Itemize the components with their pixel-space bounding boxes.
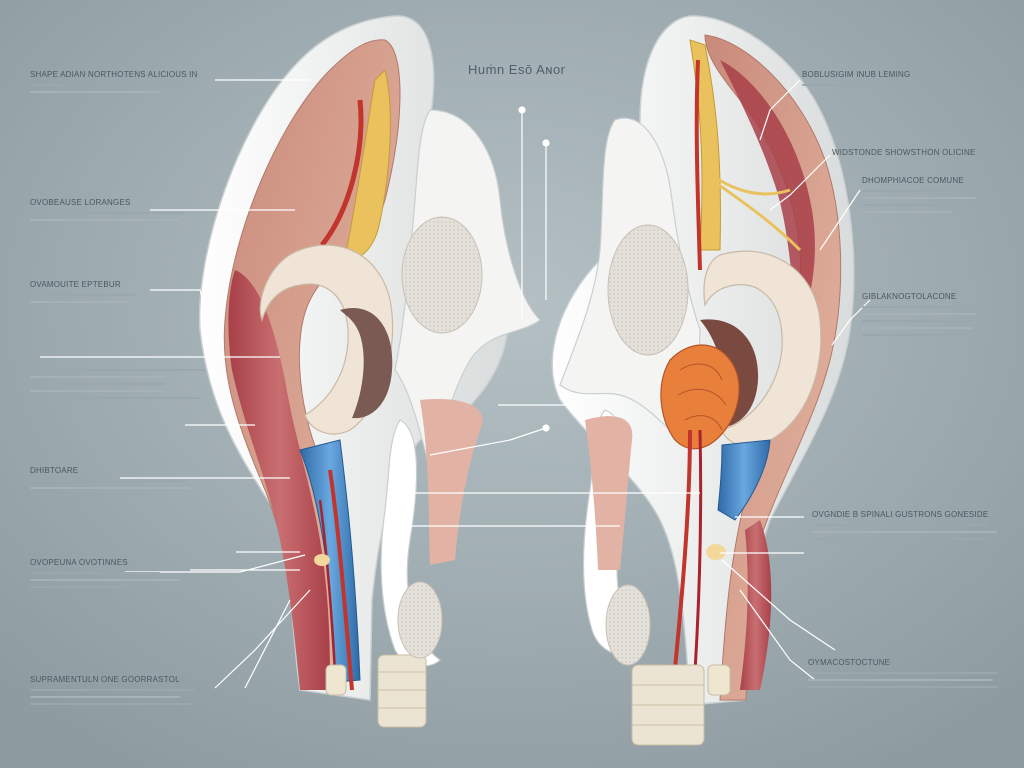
right-label-4: GIBLAKNOGTOLACONE [862,292,1022,336]
left-label-6: OVOPEUNA OVOTINNES [30,558,220,588]
left-ear-helix [259,244,394,435]
right-label-6-head: OYMACOSTOCTUNE [808,658,891,667]
left-label-6-head: OVOPEUNA OVOTINNES [30,558,128,567]
left-ear-gland [314,554,330,566]
right-ear-muscle-stripe [720,60,815,330]
right-ear-artery-upper [694,59,702,271]
left-label-1-head: SHAPE ADIAN NORTHOTENS ALICIOUS IN [30,70,198,79]
right-ear-helix [703,250,822,447]
right-ear-tympanic-structure [660,344,740,450]
right-ear-small-bone [707,664,731,696]
left-ear-concha [340,308,393,419]
right-label-4-head: GIBLAKNOGTOLACONE [862,292,957,301]
right-ear-nerve-branch [704,168,802,252]
left-ear-lobe [397,581,443,659]
left-ear-red-muscle [228,270,330,690]
left-ear-artery-upper [320,99,364,247]
diagram-title: Huṁn Esō Aɴor [468,62,566,77]
left-ear-pink-canal [420,399,483,565]
right-ear-vein [717,439,771,521]
left-label-3: OVAMOUITE EPTEBUR [30,280,220,303]
left-ear-small-bone [325,664,347,696]
right-label-1: BOBLUSIGIM INUB LEMING [802,70,1002,86]
right-label-2-head: WIDSTONDE SHOWSTHON OLICINE [832,148,976,157]
left-ear-bone-stump [377,654,427,728]
right-label-1-head: BOBLUSIGIM INUB LEMING [802,70,911,79]
right-ear-red-muscle [740,520,772,690]
leader-lines [40,79,871,689]
left-label-7: SUPRAMENTULN ONE GOORRASTOL [30,675,220,705]
right-ear-gland [706,544,726,560]
left-label-3-head: OVAMOUITE EPTEBUR [30,280,121,289]
left-ear-artery [328,469,354,691]
right-label-3: DHOMPHIACOE COMUNE [862,176,1022,213]
right-ear-cochlea-spongy [607,224,689,356]
left-label-1: SHAPE ADIAN NORTHOTENS ALICIOUS IN [30,70,220,93]
left-ear-cochlea-spongy [401,216,483,334]
right-label-5: OVGNDIE B SPINALI GUSTRONS GONESIDE [812,510,1012,540]
left-ear [198,15,541,728]
left-label-5: DHIBTOARE [30,466,220,489]
left-label-2-head: OVOBEAUSE LORANGES [30,198,131,207]
left-label-2: OVOBEAUSE LORANGES [30,198,220,221]
right-label-6: OYMACOSTOCTUNE [808,658,1008,688]
right-ear [551,15,855,746]
left-label-7-head: SUPRAMENTULN ONE GOORRASTOL [30,675,180,684]
right-label-2: WIDSTONDE SHOWSTHON OLICINE [832,148,1022,157]
right-label-3-head: DHOMPHIACOE COMUNE [862,176,964,185]
left-label-4 [30,364,220,399]
left-label-5-head: DHIBTOARE [30,466,79,475]
right-ear-lobe [605,584,651,666]
right-label-5-head: OVGNDIE B SPINALI GUSTRONS GONESIDE [812,510,989,519]
